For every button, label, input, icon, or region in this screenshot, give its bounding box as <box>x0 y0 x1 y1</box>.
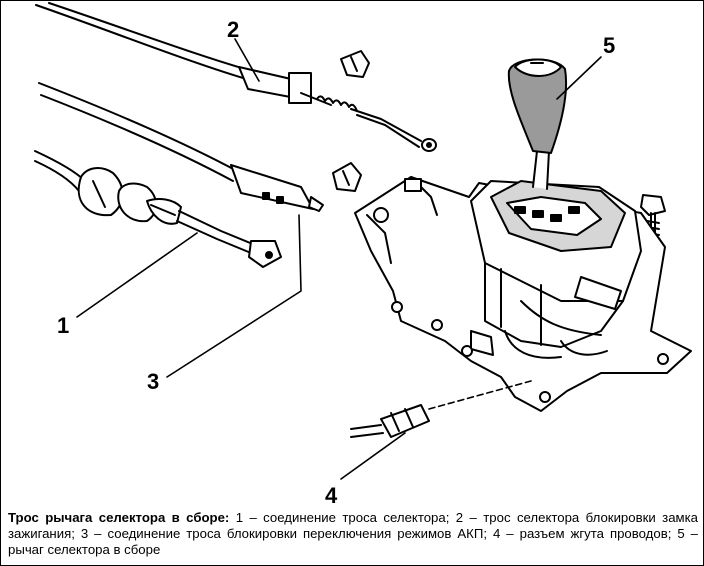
cable-clip-lower <box>332 162 362 192</box>
callout-4: 4 <box>325 483 338 508</box>
selector-cable <box>34 150 282 268</box>
wiring-connector <box>350 404 430 438</box>
callout-3: 3 <box>147 369 160 394</box>
figure-caption: Трос рычага селектора в сборе: 1 – соеди… <box>8 510 698 558</box>
callout-5: 5 <box>603 33 616 58</box>
callout-1: 1 <box>57 313 70 338</box>
caption-body: 1 – соединение троса селектора; 2 – трос… <box>8 510 698 557</box>
caption-title: Трос рычага селектора в сборе: <box>8 510 230 525</box>
shift-lock-cable <box>38 82 324 212</box>
ignition-lock-cable <box>35 2 437 152</box>
callout-2: 2 <box>227 17 240 42</box>
selector-cable-assembly-drawing <box>34 2 692 480</box>
cable-clip-upper <box>340 50 370 78</box>
leader-lines <box>76 38 602 480</box>
selector-lever-assembly <box>354 58 692 412</box>
